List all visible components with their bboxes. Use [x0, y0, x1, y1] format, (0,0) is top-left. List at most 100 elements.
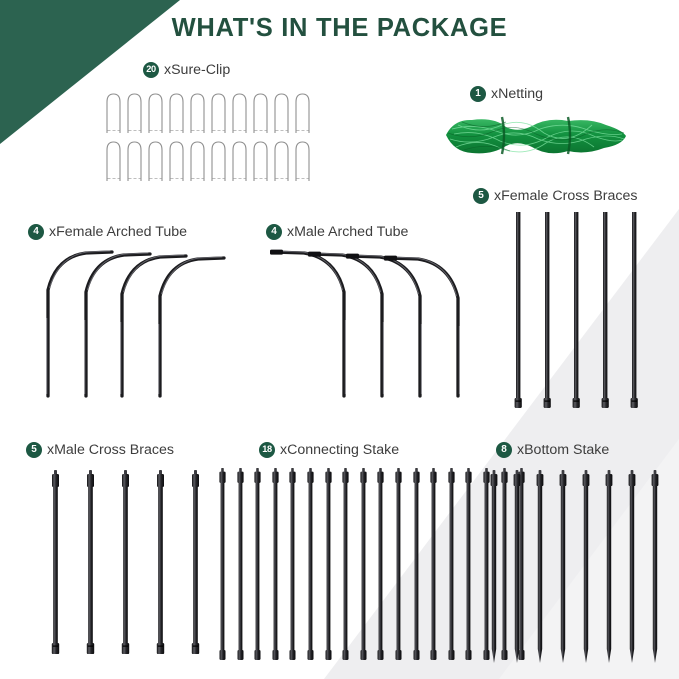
female-cross-brace-icon: [601, 212, 609, 408]
label-text-netting: x: [491, 86, 499, 102]
connecting-stake-icon: [219, 468, 226, 660]
sure-clip-icon: [211, 93, 226, 133]
label-text-sure-clip: x: [164, 62, 172, 78]
label-male-arched-tube: 4 x Male Arched Tube: [266, 224, 408, 240]
male-arched-tubes: [270, 249, 460, 398]
label-sure-clip: 20 x Sure-Clip: [143, 62, 230, 78]
female-cross-brace-icon: [572, 212, 580, 408]
connecting-stake-icon: [500, 468, 508, 660]
connecting-stake-icon: [483, 468, 490, 660]
male-cross-brace-icon: [86, 470, 95, 654]
sure-clip-icon: [274, 93, 289, 133]
bottom-stake-icon: [605, 470, 613, 663]
sure-clip-icon: [295, 93, 310, 133]
group-netting: [444, 113, 628, 162]
connecting-stake-icon: [324, 468, 332, 660]
badge-count-sure-clip: 20: [143, 62, 159, 78]
badge-count-male-cross-braces: 5: [26, 442, 42, 458]
sure-clip-row: [105, 92, 311, 134]
sure-clip-icon: [148, 141, 163, 181]
female-arched-tubes: [46, 250, 226, 398]
page-title: WHAT'S IN THE PACKAGE: [171, 14, 508, 42]
label-text-male-cross-braces: x: [47, 442, 55, 458]
label-text-bottom-stake: x: [517, 442, 525, 458]
badge-count-female-cross-braces: 5: [473, 188, 489, 204]
sure-clip-icon: [169, 93, 184, 133]
sure-clip-icon: [253, 141, 268, 181]
sure-clip-icon: [253, 93, 268, 133]
male-cross-brace-icon: [121, 470, 130, 654]
connecting-stake-icon: [360, 468, 367, 660]
badge-count-male-arched-tube: 4: [266, 224, 282, 240]
bottom-stake-icon: [651, 470, 659, 663]
label-name-female-arched-tube: Female Arched Tube: [56, 224, 188, 240]
connecting-stake-icon: [236, 468, 244, 660]
label-text-male-arched-tube: x: [287, 224, 295, 240]
label-female-cross-braces: 5 x Female Cross Braces: [473, 188, 638, 204]
label-name-male-arched-tube: Male Arched Tube: [294, 224, 409, 240]
label-bottom-stake: 8 x Bottom Stake: [496, 442, 609, 458]
sure-clip-icon: [148, 93, 163, 133]
label-name-netting: Netting: [498, 86, 544, 102]
group-connecting-stake: [218, 468, 526, 666]
label-connecting-stake: 18 x Connecting Stake: [259, 442, 399, 458]
connecting-stake-icon: [307, 468, 314, 660]
label-name-male-cross-braces: Male Cross Braces: [54, 442, 174, 458]
badge-count-connecting-stake: 18: [259, 442, 275, 458]
bottom-stake-icon: [490, 470, 498, 663]
connecting-stake-icon: [430, 468, 437, 660]
group-sure-clip: [105, 92, 311, 182]
connecting-stake-icon: [412, 468, 420, 660]
sure-clip-icon: [190, 141, 205, 181]
group-female-arched-tube: [34, 248, 234, 405]
label-netting: 1 x Netting: [470, 86, 543, 102]
label-male-cross-braces: 5 x Male Cross Braces: [26, 442, 174, 458]
badge-count-bottom-stake: 8: [496, 442, 512, 458]
connecting-stake-icon: [465, 468, 472, 660]
bottom-stake-icon: [628, 470, 636, 663]
label-text-female-cross-braces: x: [494, 188, 502, 204]
connecting-stake-icon: [377, 468, 384, 660]
badge-count-female-arched-tube: 4: [28, 224, 44, 240]
connecting-stake-icon: [289, 468, 296, 660]
sure-clip-icon: [232, 93, 247, 133]
label-name-bottom-stake: Bottom Stake: [524, 442, 610, 458]
group-male-arched-tube: [266, 248, 466, 405]
connecting-stake-icon: [272, 468, 279, 660]
sure-clip-icon: [106, 93, 121, 133]
group-female-cross-braces: [513, 212, 639, 410]
sure-clip-icon: [127, 141, 142, 181]
female-cross-brace-icon: [514, 212, 522, 408]
sure-clip-icon: [106, 141, 121, 181]
group-male-cross-braces: [50, 470, 201, 660]
bottom-stake-icon: [582, 470, 590, 663]
female-cross-brace-icon: [630, 212, 638, 408]
label-name-sure-clip: Sure-Clip: [171, 62, 231, 78]
label-text-female-arched-tube: x: [49, 224, 57, 240]
connecting-stake-icon: [342, 468, 349, 660]
connecting-stake-icon: [254, 468, 261, 660]
bottom-stake-icon: [536, 470, 544, 663]
group-bottom-stake: [489, 470, 660, 668]
sure-clip-icon: [274, 141, 289, 181]
connecting-stake-icon: [395, 468, 402, 660]
sure-clip-icon: [232, 141, 247, 181]
badge-count-netting: 1: [470, 86, 486, 102]
sure-clip-icon: [211, 141, 226, 181]
label-text-connecting-stake: x: [280, 442, 288, 458]
sure-clip-icon: [190, 93, 205, 133]
bottom-stake-icon: [513, 470, 521, 663]
sure-clip-icon: [169, 141, 184, 181]
label-female-arched-tube: 4 x Female Arched Tube: [28, 224, 187, 240]
connecting-stake-icon: [448, 468, 455, 660]
female-cross-brace-icon: [543, 212, 551, 408]
label-name-connecting-stake: Connecting Stake: [287, 442, 400, 458]
connecting-stake-icon: [518, 468, 525, 660]
male-cross-brace-icon: [51, 470, 60, 654]
sure-clip-row: [105, 140, 311, 182]
bottom-stake-icon: [559, 470, 567, 663]
male-cross-brace-icon: [191, 470, 200, 654]
netting-bundle-icon: [446, 116, 626, 155]
sure-clip-icon: [295, 141, 310, 181]
